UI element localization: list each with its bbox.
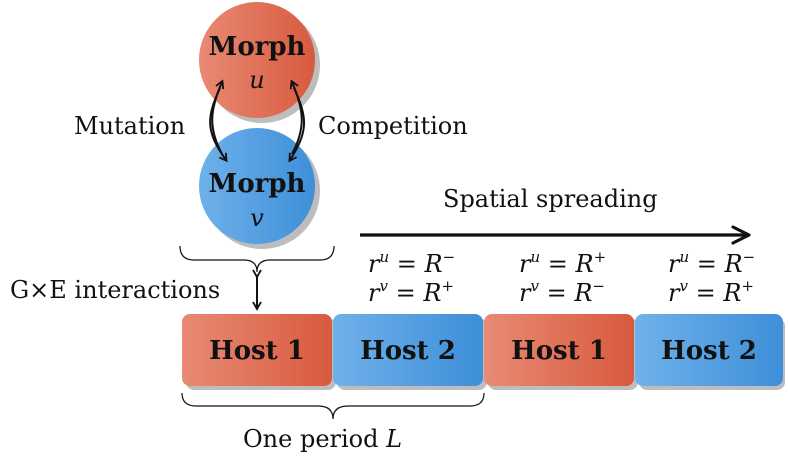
svg-text:rv = R+: rv = R+ <box>668 277 754 307</box>
host-box-1-fill <box>182 314 332 386</box>
morph-u-circle <box>199 2 315 118</box>
mutation-label: Mutation <box>74 112 185 140</box>
host-box-4-label: Host 2 <box>661 336 757 366</box>
host-box-3-label: Host 1 <box>511 336 607 366</box>
period-label: One period L <box>243 425 402 453</box>
mutation-arrow-up <box>211 79 225 155</box>
host-box-2-label: Host 2 <box>360 336 456 366</box>
svg-text:ru = R−: ru = R− <box>668 248 755 278</box>
morph-v-circle <box>199 128 315 244</box>
svg-text:rv = R+: rv = R+ <box>368 277 454 307</box>
morph-v-symbol: v <box>250 204 264 232</box>
morph-u-title: Morph <box>209 32 306 62</box>
svg-text:rv = R−: rv = R− <box>519 277 605 307</box>
host-box-3-fill <box>484 314 634 386</box>
competition-arrow-up <box>289 79 303 155</box>
morph-u-symbol: u <box>249 66 264 94</box>
host-box-2: Host 2 <box>333 314 487 390</box>
period-brace <box>181 392 485 420</box>
host-box-4: Host 2 <box>635 314 785 390</box>
rate-label-2: ru = R+ rv = R− <box>519 248 606 307</box>
rate-label-1: ru = R− rv = R+ <box>368 248 455 307</box>
host-box-4-fill <box>635 314 783 386</box>
host-box-2-fill <box>333 314 483 386</box>
competition-label: Competition <box>318 112 468 140</box>
morph-u-node: Morph u <box>199 2 320 123</box>
svg-text:ru = R+: ru = R+ <box>519 248 606 278</box>
host-box-1: Host 1 <box>182 314 336 390</box>
rate-label-3: ru = R− rv = R+ <box>668 248 755 307</box>
host-box-1-label: Host 1 <box>209 336 305 366</box>
gxe-label: G×E interactions <box>10 276 220 304</box>
morph-v-title: Morph <box>209 169 306 199</box>
svg-text:ru = R−: ru = R− <box>368 248 455 278</box>
morph-brace <box>179 245 335 273</box>
host-box-3: Host 1 <box>484 314 638 390</box>
spatial-spreading-label: Spatial spreading <box>443 185 658 213</box>
